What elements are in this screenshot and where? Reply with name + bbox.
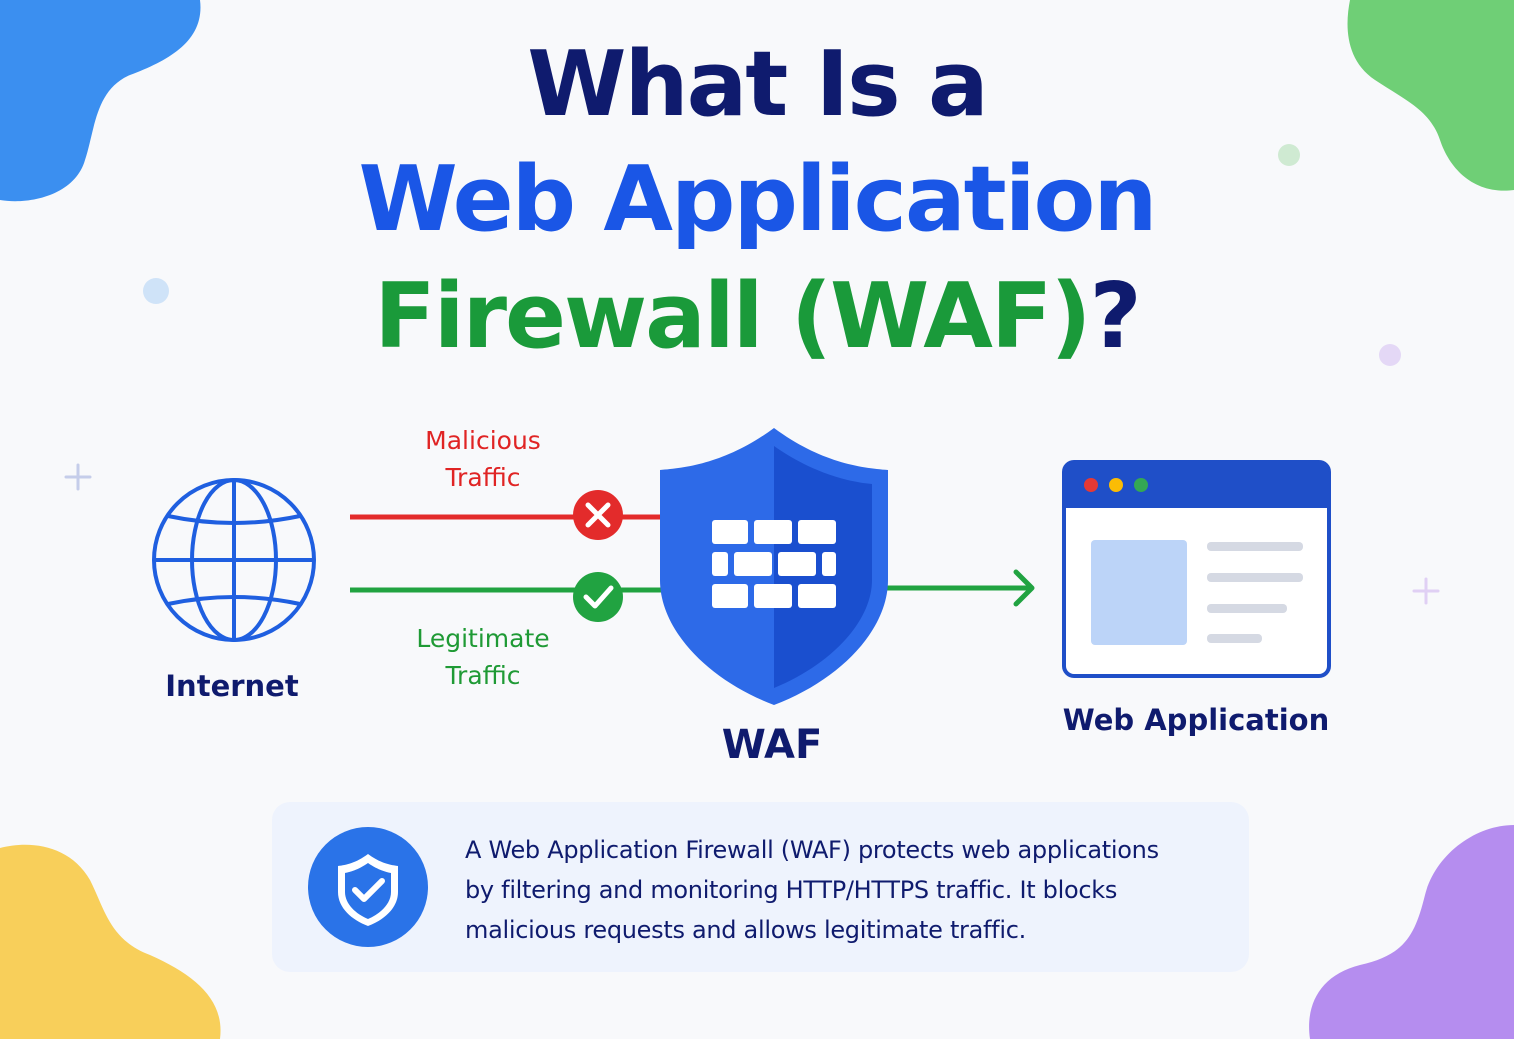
title-line-1: What Is a bbox=[527, 32, 989, 137]
malicious-traffic-label-line-1: Malicious bbox=[425, 426, 541, 455]
title-question-mark: ? bbox=[1089, 264, 1142, 369]
title-line-2: Web Application bbox=[358, 147, 1158, 252]
description-line-3: malicious requests and allows legitimate… bbox=[465, 916, 1026, 944]
waf-label: WAF bbox=[721, 722, 823, 768]
internet-label: Internet bbox=[165, 669, 299, 703]
check-circle-icon bbox=[573, 572, 623, 622]
blue-corner-blob bbox=[0, 0, 201, 202]
browser-window-icon bbox=[1062, 460, 1331, 678]
description-line-2: by filtering and monitoring HTTP/HTTPS t… bbox=[465, 876, 1118, 904]
legitimate-traffic-label-line-1: Legitimate bbox=[416, 624, 550, 653]
legitimate-traffic-label-line-2: Traffic bbox=[445, 661, 521, 690]
title-line-3: Firewall (WAF)? bbox=[0, 262, 1514, 372]
green-corner-blob bbox=[1347, 0, 1514, 191]
globe-icon bbox=[152, 478, 316, 642]
allowed-traffic-arrow bbox=[877, 569, 1035, 607]
description-text: A Web Application Firewall (WAF) protect… bbox=[465, 830, 1235, 950]
shield-check-icon bbox=[308, 827, 428, 947]
purple-corner-blob bbox=[1309, 825, 1514, 1039]
web-application-label: Web Application bbox=[1062, 703, 1330, 737]
shield-brick-icon bbox=[660, 428, 888, 705]
malicious-traffic-label-line-2: Traffic bbox=[445, 463, 521, 492]
description-box: A Web Application Firewall (WAF) protect… bbox=[272, 802, 1249, 972]
yellow-corner-blob bbox=[0, 844, 221, 1039]
malicious-traffic-label: Malicious Traffic bbox=[393, 422, 573, 496]
description-line-1: A Web Application Firewall (WAF) protect… bbox=[465, 836, 1159, 864]
title-line-3-main: Firewall (WAF) bbox=[374, 264, 1091, 369]
x-circle-icon bbox=[573, 490, 623, 540]
legitimate-traffic-label: Legitimate Traffic bbox=[393, 620, 573, 694]
